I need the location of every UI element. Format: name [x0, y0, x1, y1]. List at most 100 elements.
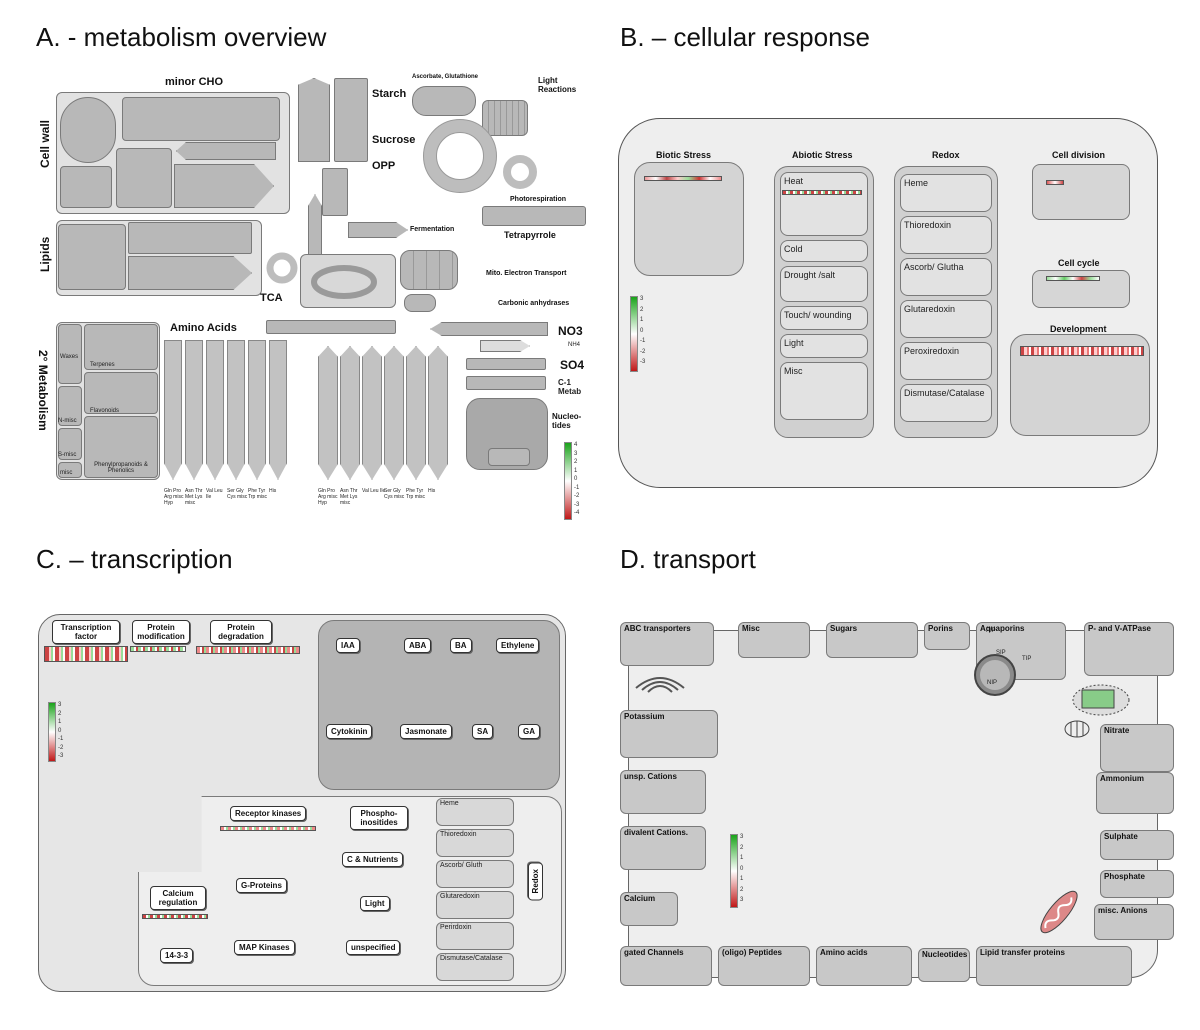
- redox-item-label: Dismutase/Catalase: [904, 388, 985, 398]
- c-redox-item: [436, 860, 514, 888]
- redox-label: Redox: [932, 150, 960, 160]
- abiotic-item: [780, 362, 868, 420]
- transport-box-ammonium: [1096, 772, 1174, 814]
- k1433-tag: 14-3-3: [160, 948, 194, 963]
- cell-wall-block1: [60, 166, 112, 208]
- transport-label-potassium: Potassium: [624, 712, 665, 721]
- abiotic-item-label: Heat: [784, 176, 804, 186]
- membrane-outline: [628, 630, 1158, 978]
- terpenes-block: [84, 324, 158, 370]
- legend-tick-label: 4: [574, 442, 578, 448]
- transport-box-divalent: [620, 826, 706, 870]
- carbonic-label: Carbonic anhydrases: [498, 300, 570, 307]
- cytokinin-tag: Cytokinin: [326, 724, 373, 739]
- abiotic-item: [780, 306, 868, 330]
- legend-tick-label: 2: [58, 710, 62, 717]
- tf-tag: Transcription factor: [52, 620, 120, 644]
- legend-tick-label: -2: [574, 493, 580, 499]
- mitochondrion-icon: [1040, 890, 1078, 934]
- c1-block: [466, 376, 546, 390]
- cell-wall-block2: [116, 148, 172, 208]
- fermentation-label: Fermentation: [410, 226, 455, 233]
- c-redox-item-label: Heme: [440, 800, 459, 807]
- nucleotides-inner: [488, 448, 530, 466]
- legend-tick-label: -2: [58, 744, 64, 751]
- transport-label-lipid: Lipid transfer proteins: [980, 948, 1065, 957]
- c-redox-item: [436, 891, 514, 919]
- no3-label: NO3: [558, 324, 583, 338]
- biotic-strip: [644, 176, 722, 181]
- tetrapyrrole-label: Tetrapyrrole: [504, 230, 556, 240]
- legend-tick-label: -4: [574, 510, 580, 516]
- tf-grid: [44, 646, 128, 662]
- legend-tick-label: 3: [640, 296, 644, 302]
- redox-item: [900, 174, 992, 212]
- aa-column: [248, 340, 266, 480]
- legend-tick-label: 2: [740, 844, 744, 851]
- abiotic-item: [780, 172, 868, 236]
- transport-box-nucleotides: [918, 948, 970, 982]
- redox-item-label: Peroxiredoxin: [904, 346, 960, 356]
- aa-column: [406, 346, 426, 480]
- waxes-block: [58, 324, 82, 384]
- aa-column-label: His: [428, 488, 436, 494]
- panel-c-title: C. – transcription: [36, 544, 233, 574]
- protmod-grid: [130, 646, 186, 652]
- opp-block: [322, 168, 348, 216]
- abiotic-item-label: Misc: [784, 366, 803, 376]
- transport-box-abc: [620, 622, 714, 666]
- aa-column: [384, 346, 404, 480]
- aa-column-label: Ser Gly Cys misc: [384, 488, 405, 500]
- c-redox-item: [436, 922, 514, 950]
- calcium-strip: [142, 914, 208, 919]
- lipids-arrow2: [128, 256, 252, 290]
- legend-tick-label: 0: [58, 727, 62, 734]
- legend-tick-label: 1: [740, 876, 744, 882]
- transport-label-abc: ABC transporters: [624, 624, 691, 633]
- minor-cho-block: [122, 97, 280, 141]
- receptor-strip: [220, 826, 316, 831]
- tca-label: TCA: [260, 292, 283, 304]
- calcium-tag: Calcium regulation: [150, 886, 206, 910]
- abiotic-item-label: Drought /salt: [784, 270, 836, 280]
- transport-label-amino: Amino acids: [820, 948, 868, 957]
- calvin-cycle: [423, 119, 497, 193]
- redox-item: [900, 300, 992, 338]
- flavonoids-label: Flavonoids: [90, 408, 120, 414]
- legend-tick-label: 2: [740, 886, 744, 893]
- panel-c-transcription: Transcription factor Protein modificatio…: [38, 614, 566, 992]
- misc-block: [58, 462, 82, 478]
- carbonic-block: [404, 294, 436, 312]
- cell-wall-arrow2: [176, 142, 276, 160]
- aa-column: [318, 346, 338, 480]
- transport-box-potassium: [620, 710, 718, 758]
- nmisc-block: [58, 386, 82, 426]
- no3-arrow: [430, 322, 548, 336]
- ascorbate-block: [412, 86, 476, 116]
- aa-column-label: Gln Pro Arg misc Hyp: [318, 488, 338, 506]
- transport-label-unsp: unsp. Cations: [624, 772, 677, 781]
- sucrose-label: Sucrose: [372, 134, 416, 146]
- misc-label: misc: [60, 470, 73, 476]
- cell-cycle-label: Cell cycle: [1058, 258, 1100, 268]
- tca-ellipse: [311, 265, 377, 299]
- redox-item-label: Glutaredoxin: [904, 304, 956, 314]
- cell-division-strip: [1046, 180, 1064, 185]
- transport-box-lipid: [976, 946, 1132, 986]
- cell-cycle-strip: [1046, 276, 1100, 281]
- legend-a: [564, 442, 572, 520]
- cell-division-box: [1032, 164, 1130, 220]
- transport-label-ammonium: Ammonium: [1100, 774, 1144, 783]
- legend-tick-label: 0: [740, 865, 744, 872]
- legend-tick-label: -3: [58, 753, 64, 759]
- sucrose-block: [334, 78, 368, 162]
- sa-tag: SA: [472, 724, 494, 739]
- biotic-box: [634, 162, 744, 276]
- abiotic-item: [780, 240, 868, 262]
- aa-column: [428, 346, 448, 480]
- mito-block: [400, 250, 458, 290]
- legend-tick-label: -2: [640, 348, 646, 355]
- c-redox-item-label: Glutaredoxin: [440, 893, 480, 900]
- ascorbate-label: Ascorbate, Glutathione: [412, 74, 479, 80]
